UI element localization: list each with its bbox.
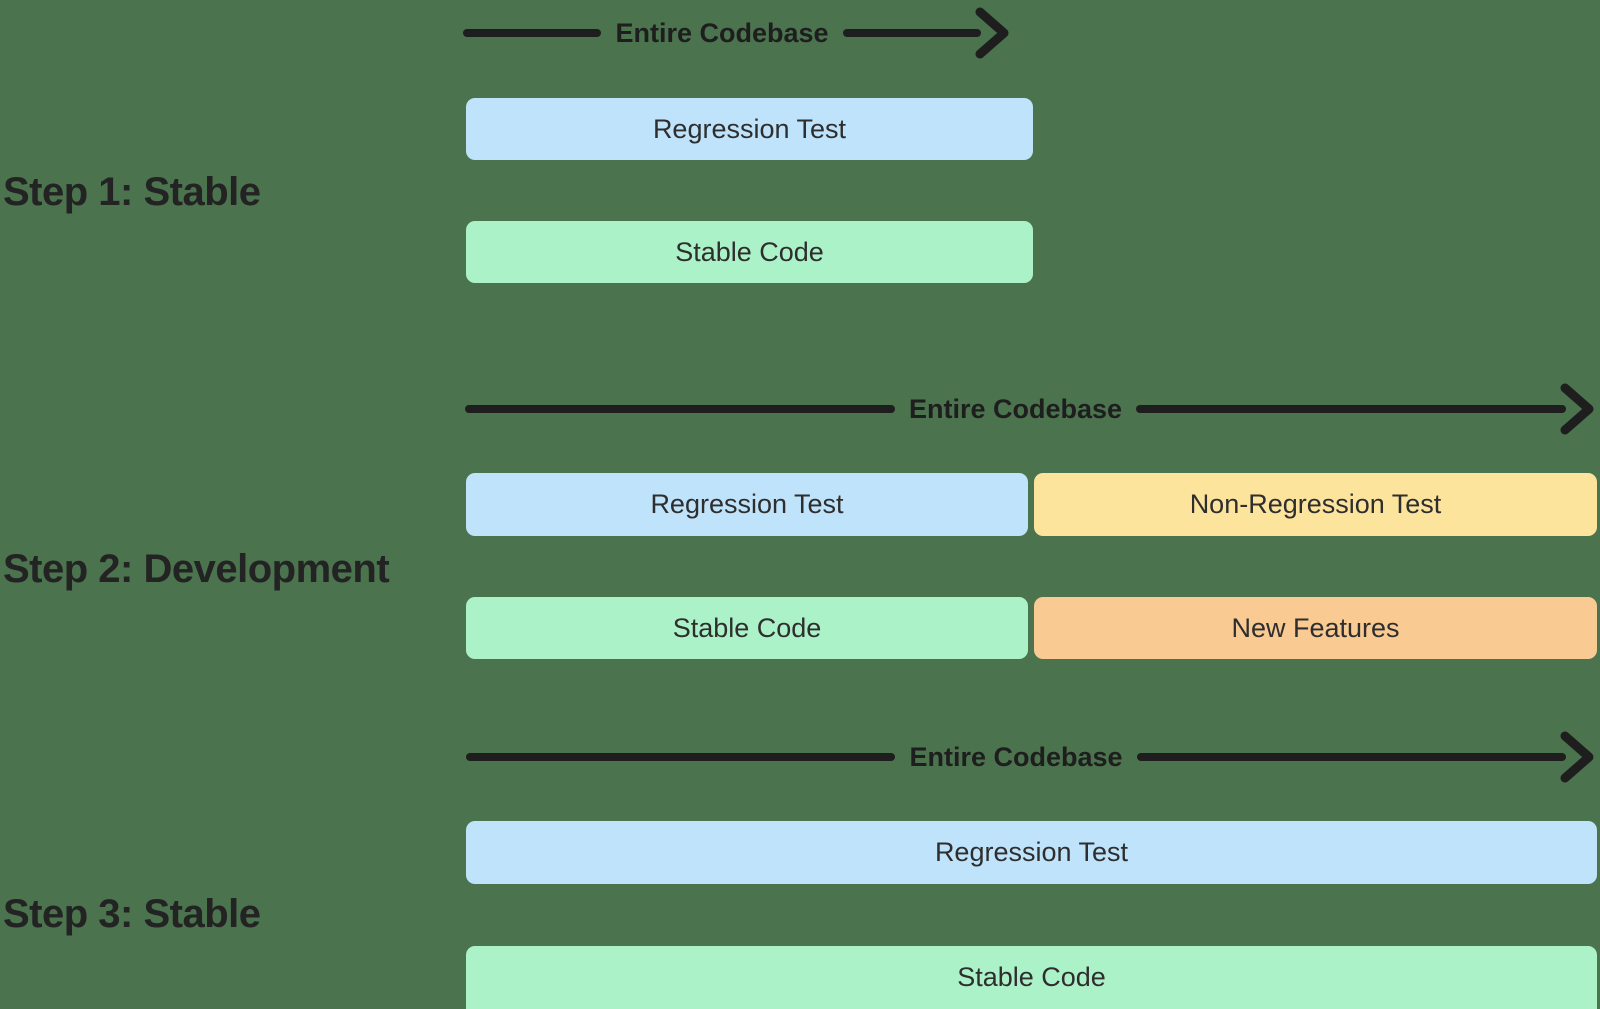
- step-1-stable-code-box: Stable Code: [466, 221, 1033, 283]
- arrow-label: Entire Codebase: [908, 393, 1123, 424]
- step-2-non-regression-test-box: Non-Regression Test: [1034, 473, 1597, 536]
- box-label: Regression Test: [934, 837, 1129, 867]
- step-1-title: Step 1: Stable: [3, 170, 261, 214]
- step-3-entire-codebase-arrow: Entire Codebase: [466, 729, 1595, 785]
- arrow-label: Entire Codebase: [615, 17, 829, 48]
- box-label: Stable Code: [675, 236, 824, 267]
- step-3-regression-test-box: Regression Test: [466, 821, 1597, 884]
- arrow-line-right: [1136, 405, 1566, 413]
- arrow-line-left: [463, 29, 602, 37]
- box-label: Stable Code: [957, 962, 1106, 992]
- arrow-head-icon: [1559, 381, 1595, 437]
- step-2-title: Step 2: Development: [3, 547, 390, 591]
- step-2-stable-code-box: Stable Code: [466, 597, 1028, 659]
- step-1-entire-codebase-arrow: Entire Codebase: [463, 5, 1010, 61]
- arrow-line-left: [466, 753, 896, 761]
- arrow-line-right: [842, 29, 981, 37]
- arrow-head-icon: [974, 5, 1010, 61]
- box-label: Regression Test: [652, 113, 847, 144]
- step-3-title: Step 3: Stable: [3, 892, 261, 936]
- step-3-stable-code-box: Stable Code: [466, 946, 1597, 1009]
- box-label: Stable Code: [672, 612, 822, 643]
- arrow-line-left: [465, 405, 895, 413]
- box-label: Regression Test: [650, 489, 844, 519]
- step-2-regression-test-box: Regression Test: [466, 473, 1028, 536]
- arrow-label: Entire Codebase: [909, 741, 1123, 772]
- step-2-new-features-box: New Features: [1034, 597, 1597, 659]
- step-2-entire-codebase-arrow: Entire Codebase: [465, 381, 1595, 437]
- arrow-line-right: [1136, 753, 1566, 761]
- step-1-regression-test-box: Regression Test: [466, 98, 1033, 160]
- arrow-head-icon: [1559, 729, 1595, 785]
- box-label: New Features: [1231, 612, 1400, 643]
- box-label: Non-Regression Test: [1189, 489, 1442, 519]
